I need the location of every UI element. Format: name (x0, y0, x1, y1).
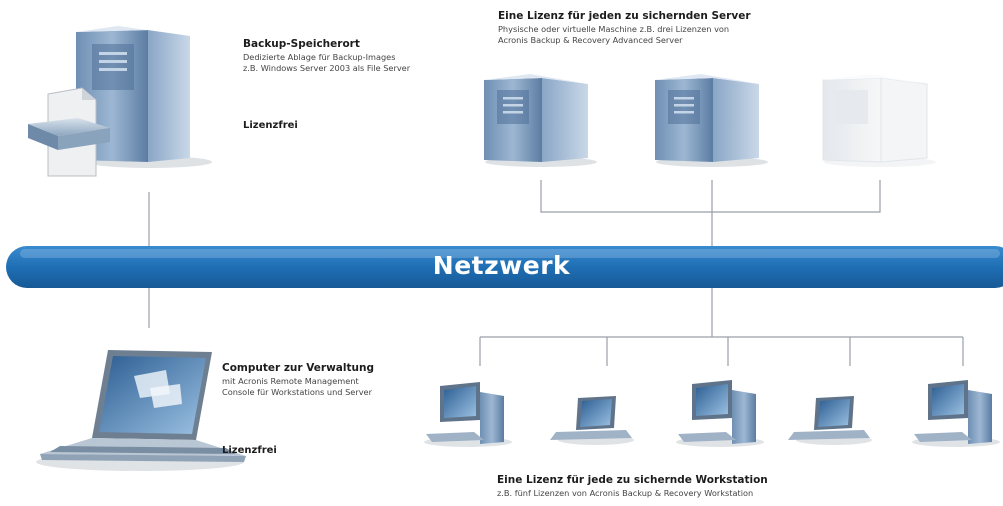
connector-lines (148, 180, 964, 366)
servers-title: Eine Lizenz für jeden zu sichernden Serv… (498, 10, 751, 22)
admin-line1: mit Acronis Remote Management (222, 376, 359, 386)
network-bar (6, 246, 1003, 288)
backup-title: Backup-Speicherort (243, 38, 360, 50)
laptop-icon (36, 350, 246, 471)
ghost-server-icon (822, 74, 936, 167)
servers-line2: Acronis Backup & Recovery Advanced Serve… (498, 35, 683, 45)
network-label: Netzwerk (432, 251, 571, 280)
workstation-icon (550, 396, 634, 445)
workstation-icon (912, 380, 1000, 447)
server-icon (484, 74, 597, 167)
backup-disk-icon (28, 87, 110, 177)
servers-line1: Physische oder virtuelle Maschine z.B. d… (498, 24, 730, 34)
workstation-icon (788, 396, 872, 445)
workstation-icon (424, 382, 512, 447)
backup-line1: Dedizierte Ablage für Backup-Images (243, 52, 396, 62)
server-icon (655, 74, 768, 167)
admin-license: Lizenzfrei (222, 445, 277, 456)
server-icon (76, 26, 212, 168)
admin-title: Computer zur Verwaltung (222, 362, 374, 374)
workstation-icon (676, 380, 764, 447)
admin-line2: Console für Workstations und Server (222, 387, 372, 397)
backup-license: Lizenzfrei (243, 120, 298, 131)
workstations-title: Eine Lizenz für jede zu sichernde Workst… (497, 474, 768, 486)
backup-line2: z.B. Windows Server 2003 als File Server (243, 63, 411, 73)
workstations-line1: z.B. fünf Lizenzen von Acronis Backup & … (497, 488, 754, 498)
